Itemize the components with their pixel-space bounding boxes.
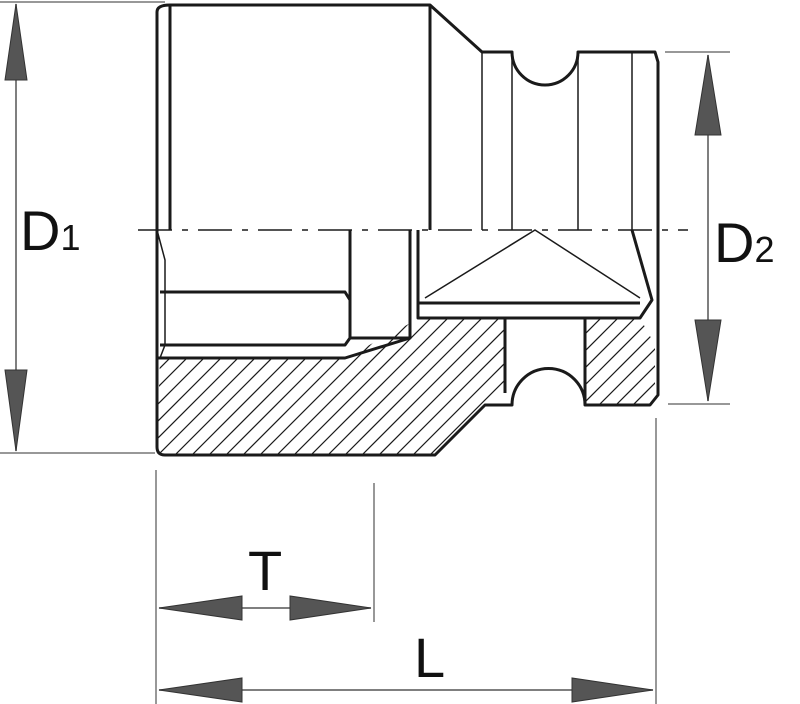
section-hatching (157, 318, 655, 455)
hatch-line (157, 318, 236, 455)
hatch-line (169, 318, 321, 455)
hatch-line (157, 318, 202, 455)
hatch-line (157, 318, 185, 455)
d1-arrow-top (4, 3, 28, 81)
hatch-line (585, 318, 655, 405)
l-label: L (414, 626, 445, 689)
hatch-line (157, 318, 270, 455)
hatch-line (271, 318, 423, 455)
hatch-line (644, 318, 655, 405)
hatch-line (585, 318, 655, 405)
hatch-line (305, 318, 457, 455)
dimension-t: T (155, 470, 375, 704)
t-arrow-left (158, 595, 243, 621)
d2-arrow-top (694, 54, 722, 136)
l-arrow-right (571, 677, 654, 703)
hatch-line (585, 318, 593, 405)
dimension-l: L (158, 418, 657, 704)
t-label: T (248, 539, 282, 602)
hatch-line (186, 318, 338, 455)
hatch-line (593, 318, 655, 405)
socket-body (155, 3, 660, 457)
hatch-line (356, 318, 505, 455)
hatch-line (424, 318, 505, 455)
l-arrow-left (158, 677, 243, 703)
dimension-d2: D2 (665, 51, 774, 405)
hatch-line (157, 318, 168, 455)
d1-label: D1 (20, 199, 80, 262)
hatch-line (585, 318, 610, 405)
hatch-line (585, 318, 644, 405)
hatch-line (339, 318, 491, 455)
dimension-d1: D1 (0, 1, 165, 454)
d2-arrow-bottom (694, 319, 722, 402)
hatch-line (203, 318, 355, 455)
hatch-line (322, 318, 474, 455)
hatch-line (390, 318, 505, 455)
t-arrow-right (289, 595, 372, 621)
hatch-line (585, 318, 627, 405)
hatch-line (157, 318, 253, 455)
hatch-line (627, 318, 655, 405)
hatch-line (254, 318, 406, 455)
hatch-line (373, 318, 505, 455)
d2-label: D2 (714, 211, 774, 274)
d1-arrow-bottom (4, 369, 28, 452)
hatch-line (237, 318, 389, 455)
hatch-line (610, 318, 655, 405)
hatch-line (407, 318, 505, 455)
hatch-line (157, 318, 219, 455)
hatch-line (157, 318, 304, 455)
hatch-line (288, 318, 440, 455)
